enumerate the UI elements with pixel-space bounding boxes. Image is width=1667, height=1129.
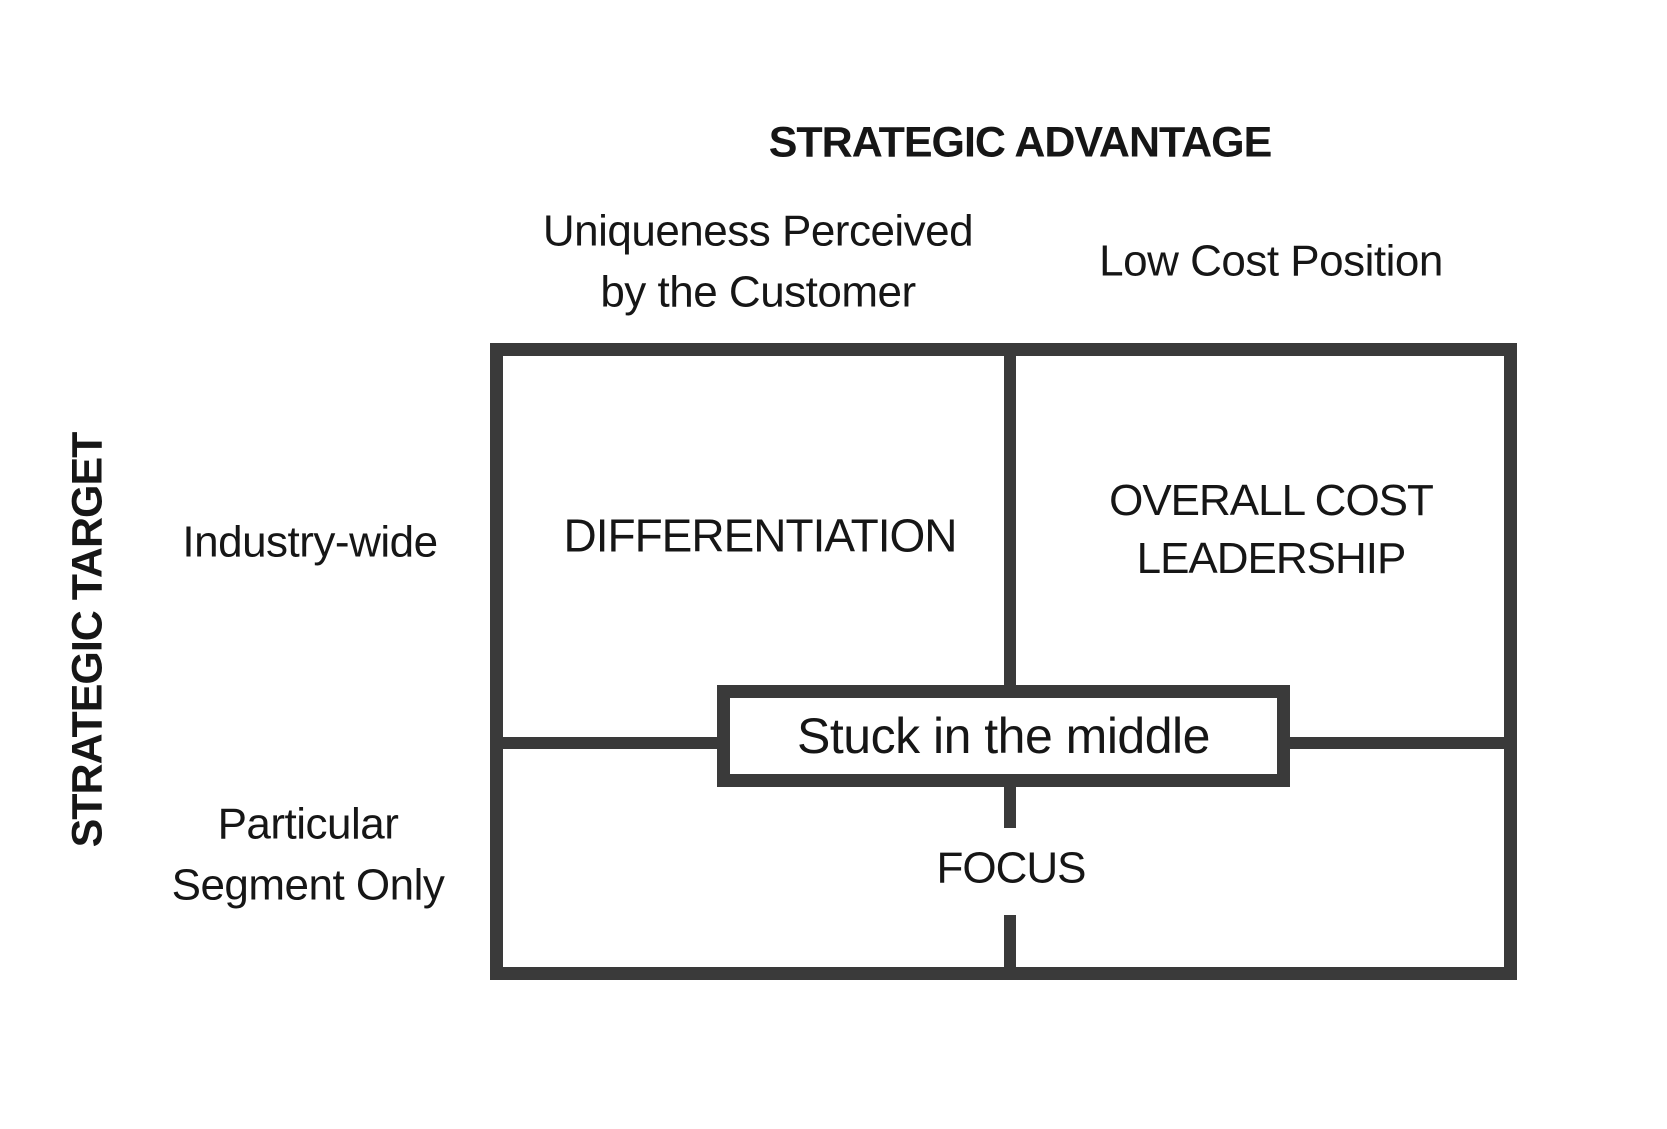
row-header-particular-segment: Particular Segment Only [171, 799, 445, 909]
y-axis-title: STRATEGIC TARGET [63, 432, 112, 848]
stuck-in-the-middle-label: Stuck in the middle [797, 708, 1210, 764]
column-header-uniqueness: Uniqueness Perceived by the Customer [542, 206, 974, 316]
stuck-in-the-middle-box: Stuck in the middle [717, 685, 1290, 787]
divider-vertical-bottom-upper [1004, 787, 1016, 828]
x-axis-title: STRATEGIC ADVANTAGE [768, 118, 1273, 167]
column-header-low-cost: Low Cost Position [1099, 236, 1443, 286]
divider-vertical-bottom-lower [1004, 915, 1016, 967]
cell-focus: FOCUS [936, 843, 1087, 893]
cell-differentiation: DIFFERENTIATION [563, 509, 957, 562]
row-header-industry-wide: Industry-wide [182, 517, 438, 567]
cell-overall-cost-leadership: OVERALL COST LEADERSHIP [1109, 475, 1434, 583]
divider-vertical-top [1004, 356, 1016, 685]
matrix-frame [490, 343, 1517, 980]
